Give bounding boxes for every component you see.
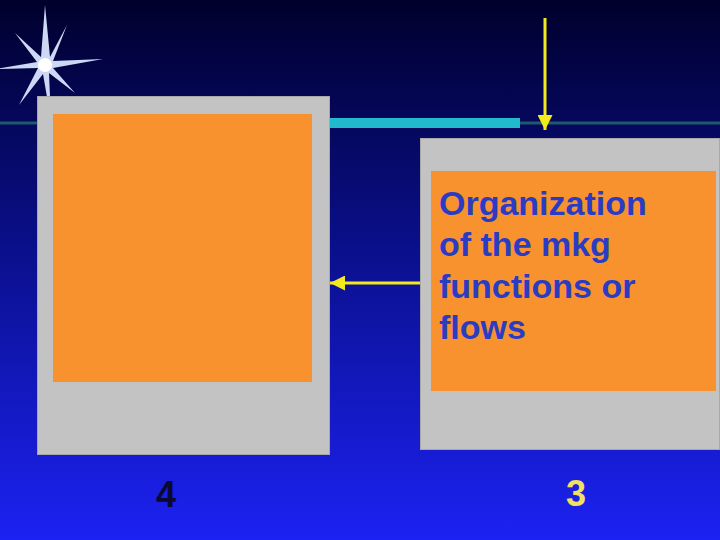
orange-panel <box>53 114 312 382</box>
box-text: Organization of the mkg functions or flo… <box>439 183 681 349</box>
callout-number: 4 <box>156 475 176 515</box>
stage-panel: 4 <box>37 96 330 455</box>
content-box: Organization of the mkg functions or flo… <box>431 171 716 391</box>
flow-arrow <box>330 282 420 285</box>
stage-panel: 3Organization of the mkg functions or fl… <box>420 138 720 450</box>
input-arrow <box>544 18 547 130</box>
starburst-core <box>38 58 52 72</box>
accent-bar <box>330 118 520 128</box>
callout-number: 3 <box>566 474 586 514</box>
